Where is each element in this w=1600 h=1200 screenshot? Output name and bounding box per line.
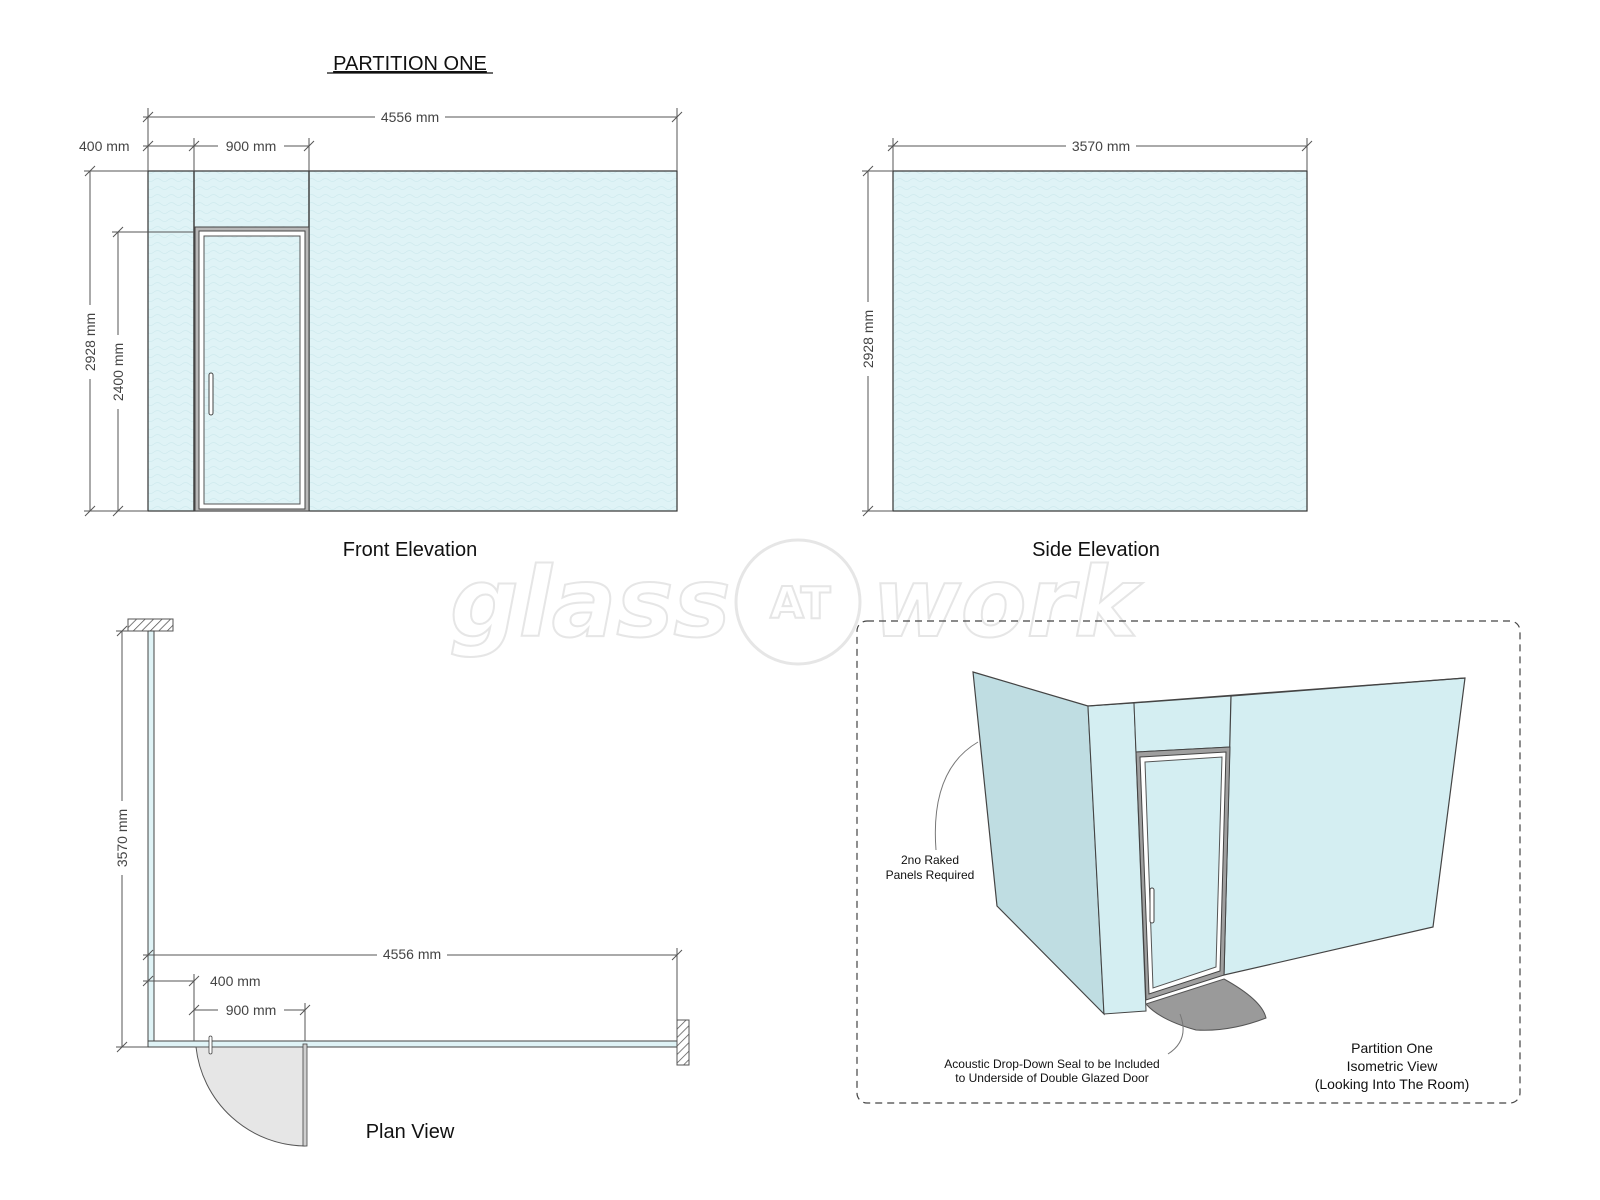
- dim-side-width: 3570 mm: [1072, 138, 1130, 154]
- iso-door-seal: [1145, 978, 1267, 1031]
- iso-label-line1: Partition One: [1351, 1040, 1433, 1056]
- side-elevation-label: Side Elevation: [1032, 539, 1160, 561]
- dim-plan-left-panel: 400 mm: [210, 973, 261, 989]
- isometric-dashed-border: [856, 620, 1521, 1104]
- dim-tick: [142, 111, 154, 123]
- dim-label-bg: [218, 136, 284, 154]
- plan-wall-hatch-top: [127, 618, 174, 632]
- watermark-middle: AT: [770, 578, 831, 629]
- iso-note-seal-line2: to Underside of Double Glazed Door: [955, 1071, 1148, 1085]
- dim-plan-side-length: 3570 mm: [114, 809, 130, 867]
- dim-plan-door-width: 900 mm: [226, 1002, 277, 1018]
- dim-tick: [188, 1004, 200, 1016]
- dim-label-bg: [375, 106, 445, 124]
- dim-tick: [84, 165, 96, 177]
- dim-tick: [188, 140, 200, 152]
- watermark-suffix: work: [872, 547, 1143, 659]
- front-elevation: 4556 mm 400 mm 900 mm 2928 mm 2400 mm Fr…: [79, 106, 683, 561]
- plan-view-label: Plan View: [366, 1121, 455, 1143]
- dim-tick: [188, 975, 200, 987]
- dim-tick: [142, 975, 154, 987]
- dim-label-bg: [377, 944, 447, 962]
- dim-tick: [112, 226, 124, 238]
- iso-transom: [1133, 695, 1232, 753]
- dim-label-bg: [114, 801, 130, 875]
- dim-tick: [112, 505, 124, 517]
- dim-tick: [299, 1004, 311, 1016]
- plan-door-leaf: [302, 1043, 308, 1147]
- page-title: PARTITION ONE: [333, 53, 487, 75]
- dim-plan-front-length: 4556 mm: [383, 946, 441, 962]
- plan-door-handle: [208, 1035, 213, 1055]
- dim-tick: [116, 625, 128, 637]
- plan-side-partition: [147, 630, 155, 1048]
- dim-tick: [142, 949, 154, 961]
- dim-label-bg: [82, 305, 98, 379]
- plan-view: 3570 mm 4556 mm 400 mm 900 mm Plan View: [114, 618, 690, 1147]
- iso-leader-seal: [1167, 1013, 1184, 1055]
- iso-label-line3: (Looking Into The Room): [1315, 1076, 1470, 1092]
- iso-door-handle: [1149, 887, 1155, 924]
- watermark: glass AT work: [449, 538, 1144, 666]
- front-elevation-label: Front Elevation: [343, 539, 478, 561]
- front-door-handle: [208, 372, 214, 416]
- dim-tick: [671, 111, 683, 123]
- front-door-glass: [203, 235, 301, 505]
- watermark-prefix: glass: [450, 547, 731, 659]
- dim-front-door-width: 900 mm: [226, 138, 277, 154]
- side-elevation: 3570 mm 2928 mm Side Elevation: [860, 136, 1313, 561]
- dim-tick: [142, 140, 154, 152]
- isometric-view: 2no Raked Panels Required Acoustic Drop-…: [856, 620, 1521, 1104]
- iso-note-raked-line1: 2no Raked: [901, 853, 959, 867]
- side-glass-panel: [892, 170, 1308, 512]
- iso-note-seal-line1: Acoustic Drop-Down Seal to be Included: [944, 1057, 1159, 1071]
- dim-label-bg: [110, 335, 126, 409]
- dim-front-overall-width: 4556 mm: [381, 109, 439, 125]
- dim-tick: [1301, 140, 1313, 152]
- iso-front-main-panel: [1223, 677, 1466, 976]
- dim-front-door-height: 2400 mm: [110, 343, 126, 401]
- dim-tick: [303, 140, 315, 152]
- dim-tick: [671, 949, 683, 961]
- dim-label-bg: [1066, 136, 1136, 154]
- dim-tick: [116, 1041, 128, 1053]
- plan-wall-hatch-right: [676, 1019, 690, 1066]
- watermark-ring: [734, 538, 862, 666]
- plan-front-partition: [147, 1040, 678, 1048]
- plan-door-swing: [195, 1046, 306, 1147]
- iso-door-glass: [1144, 756, 1223, 989]
- dim-tick: [84, 505, 96, 517]
- iso-leader-raked: [934, 741, 979, 851]
- dim-tick: [862, 505, 874, 517]
- dim-label-bg: [218, 1000, 284, 1018]
- dim-front-left-panel: 400 mm: [79, 138, 130, 154]
- dim-side-height: 2928 mm: [860, 310, 876, 368]
- iso-side-panel: [972, 671, 1105, 1016]
- iso-label-line2: Isometric View: [1347, 1058, 1439, 1074]
- dim-tick: [862, 165, 874, 177]
- dim-label-bg: [860, 302, 876, 376]
- iso-note-raked-line2: Panels Required: [886, 868, 975, 882]
- dim-tick: [887, 140, 899, 152]
- dim-front-overall-height: 2928 mm: [82, 313, 98, 371]
- iso-top-edge: [1087, 677, 1466, 707]
